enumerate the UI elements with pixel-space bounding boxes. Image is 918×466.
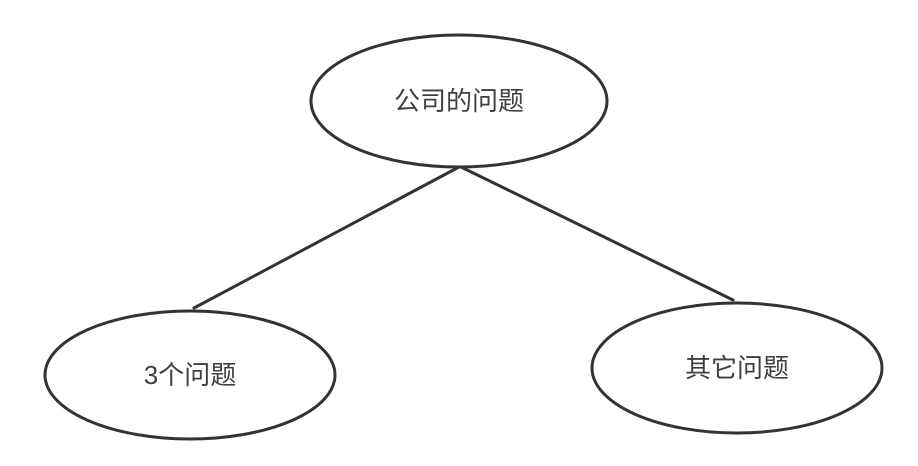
edge-root-to-child-right[interactable]: [459, 165, 735, 302]
node-child-left[interactable]: 3个问题: [43, 309, 337, 441]
node-child-left-label: 3个问题: [144, 360, 236, 390]
node-child-right[interactable]: 其它问题: [590, 301, 884, 435]
node-root[interactable]: 公司的问题: [309, 33, 609, 169]
edge-root-to-child-left[interactable]: [192, 165, 461, 310]
node-child-right-ellipse: [590, 301, 884, 435]
node-child-right-label: 其它问题: [685, 353, 789, 383]
node-root-ellipse: [309, 33, 609, 169]
node-root-label: 公司的问题: [394, 86, 524, 116]
node-child-left-ellipse: [43, 309, 337, 441]
